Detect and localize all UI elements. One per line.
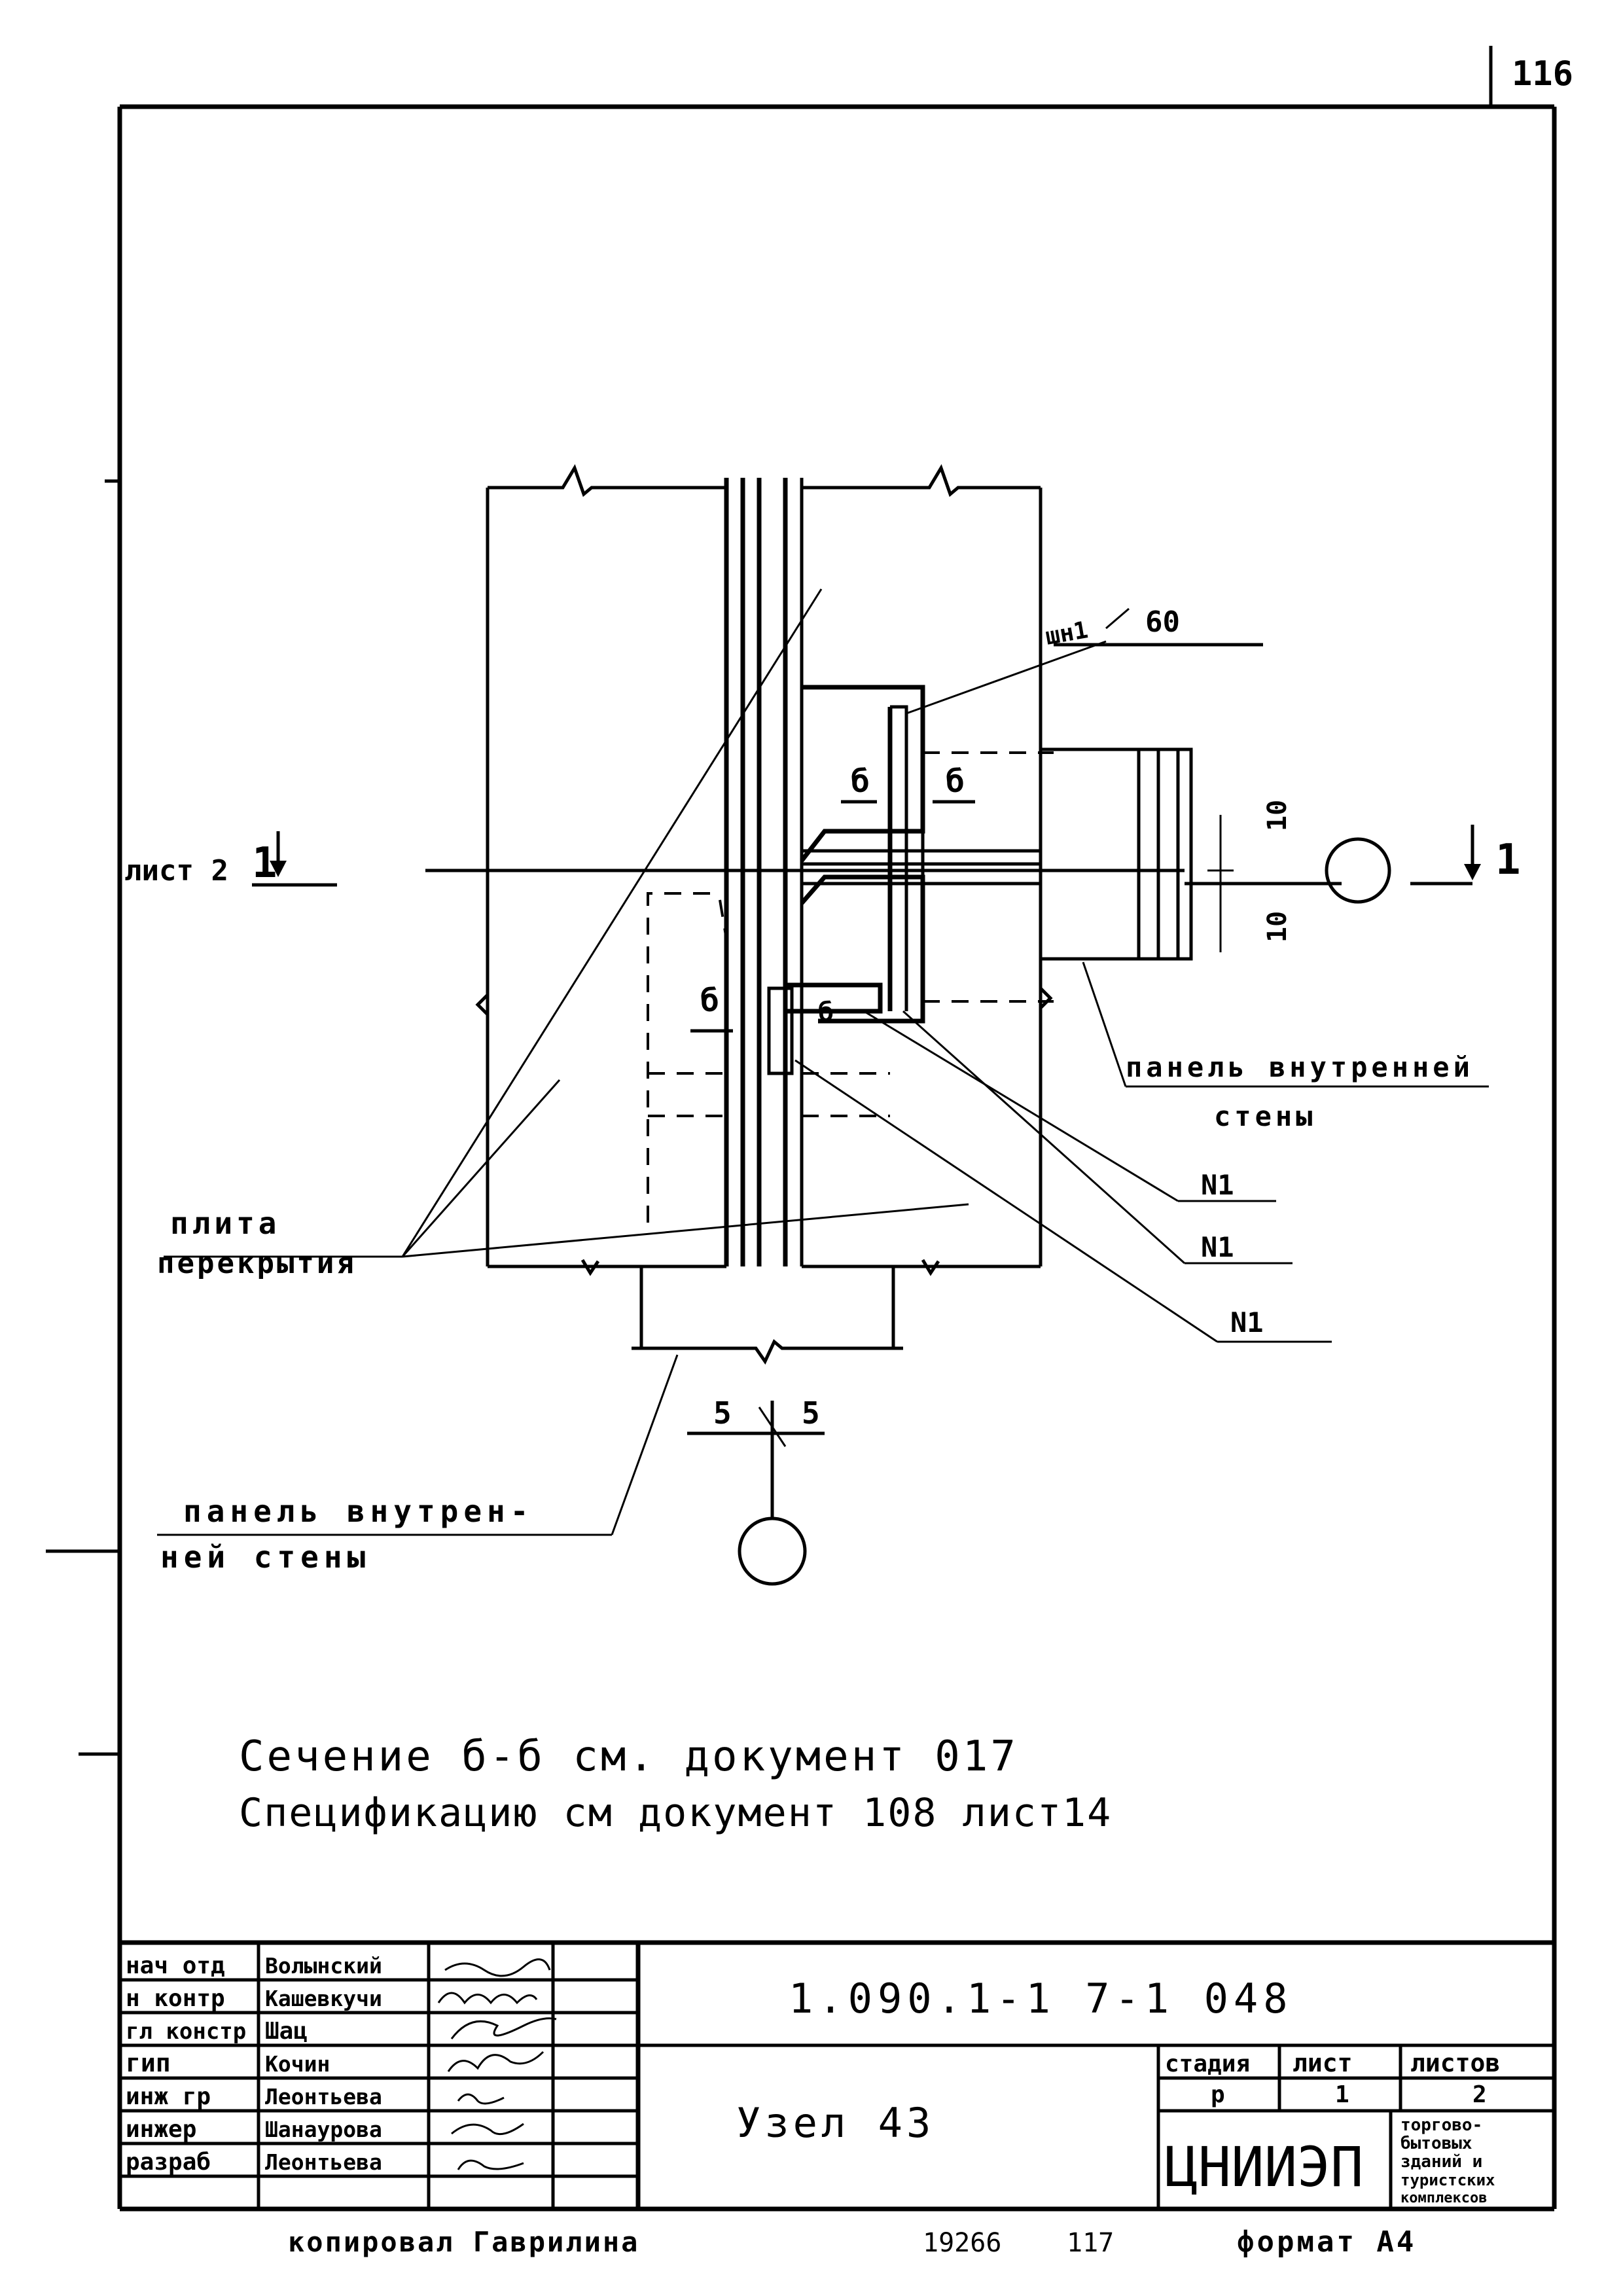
format-label: формат А4 <box>1237 2225 1416 2259</box>
title-block-names: Волынский Кашевкучи Шац Кочин Леонтьева … <box>265 1953 382 2175</box>
sheets-header: листов <box>1410 2049 1500 2077</box>
org-desc-2: зданий и <box>1400 2152 1482 2172</box>
role-4: инж гр <box>126 2083 211 2110</box>
name-4: Леонтьева <box>265 2084 382 2109</box>
axis-marker-right <box>1325 837 1391 904</box>
cut-letter-2: б <box>946 763 965 800</box>
dimension-top: шн1 60 <box>906 605 1263 715</box>
node-drawing <box>425 464 1391 1586</box>
n-mark-1: N1 <box>1201 1169 1234 1201</box>
organization-description: торгово- бытовых зданий и туристских ком… <box>1400 2115 1495 2206</box>
name-3: Кочин <box>265 2051 330 2077</box>
org-desc-1: бытовых <box>1400 2134 1472 2153</box>
footer-number: 19266 <box>923 2228 1001 2258</box>
title-block-roles: нач отд н контр гл констр гип инж гр инж… <box>126 1952 246 2176</box>
document-code: 1.090.1-1 7-1 048 <box>789 1975 1293 2022</box>
organization-name: ЦНИИЭП <box>1165 2135 1363 2199</box>
section-marker-right: 1 <box>1410 825 1521 886</box>
copied-by: копировал Гаврилина <box>288 2226 639 2258</box>
dimension-bottom: 5 5 <box>713 1395 820 1447</box>
name-2: Шац <box>265 2018 308 2045</box>
name-6: Леонтьева <box>265 2149 382 2175</box>
name-0: Волынский <box>265 1953 382 1979</box>
dim-value-vertical-bottom: 10 <box>1262 911 1293 942</box>
title-block <box>120 1940 1554 2209</box>
dimension-vertical: 10 10 <box>1207 800 1293 942</box>
dim-value-bottom-right: 5 <box>802 1395 820 1431</box>
n-mark-2: N1 <box>1201 1231 1234 1263</box>
leader-lines <box>157 588 1489 1536</box>
dim-value-top: 60 <box>1145 605 1180 639</box>
sheets-value: 2 <box>1472 2081 1487 2108</box>
cut-number-right: 1 <box>1495 836 1521 884</box>
inner-wall-label-bottom-line1: панель внутрен- <box>183 1494 533 1529</box>
org-desc-3: туристских <box>1400 2171 1495 2189</box>
cut-letter-3: б <box>700 982 719 1019</box>
sheet-frame <box>46 104 1557 2212</box>
cut-letters: б б б б <box>690 763 975 1033</box>
role-1: н контр <box>126 1985 225 2012</box>
inner-wall-label-right-line2: стены <box>1214 1100 1316 1132</box>
name-5: Шанаурова <box>265 2117 382 2142</box>
sheet-header: лист <box>1293 2049 1353 2077</box>
org-desc-0: торгово- <box>1400 2115 1482 2135</box>
note-specification: Спецификацию см документ 108 лист14 <box>239 1790 1112 1836</box>
slab-label-line1: плита <box>170 1206 280 1241</box>
cut-letter-4: б <box>818 997 834 1028</box>
role-6: разраб <box>126 2149 211 2176</box>
stage-value: р <box>1211 2081 1225 2108</box>
note-section: Сечение б-б см. документ 017 <box>239 1732 1018 1781</box>
inner-wall-label-right-line1: панель внутренней <box>1126 1051 1474 1083</box>
inner-wall-label-bottom-line2: ней стены <box>160 1539 370 1575</box>
role-0: нач отд <box>126 1952 225 1979</box>
dim-value-bottom-left: 5 <box>713 1395 732 1431</box>
axis-marker-bottom <box>738 1516 807 1586</box>
n-mark-3: N1 <box>1230 1306 1264 1338</box>
org-desc-4: комплексов <box>1400 2190 1487 2206</box>
name-1: Кашевкучи <box>265 1986 382 2011</box>
role-5: инжер <box>126 2116 196 2143</box>
footer-page: 117 <box>1067 2228 1114 2258</box>
sheet-ref: лист 2 <box>124 854 228 888</box>
role-2: гл констр <box>126 2018 246 2045</box>
page-number: 116 <box>1512 54 1573 94</box>
role-3: гип <box>126 2049 171 2077</box>
drawing-title: Узел 43 <box>736 2099 935 2147</box>
section-marker-left: лист 2 1 <box>124 831 337 888</box>
stage-header: стадия <box>1165 2051 1250 2077</box>
sheet-value: 1 <box>1335 2081 1349 2108</box>
cut-letter-1: б <box>851 763 870 800</box>
dim-value-vertical-top: 10 <box>1262 800 1293 831</box>
slab-label-line2: перекрытия <box>157 1247 357 1280</box>
